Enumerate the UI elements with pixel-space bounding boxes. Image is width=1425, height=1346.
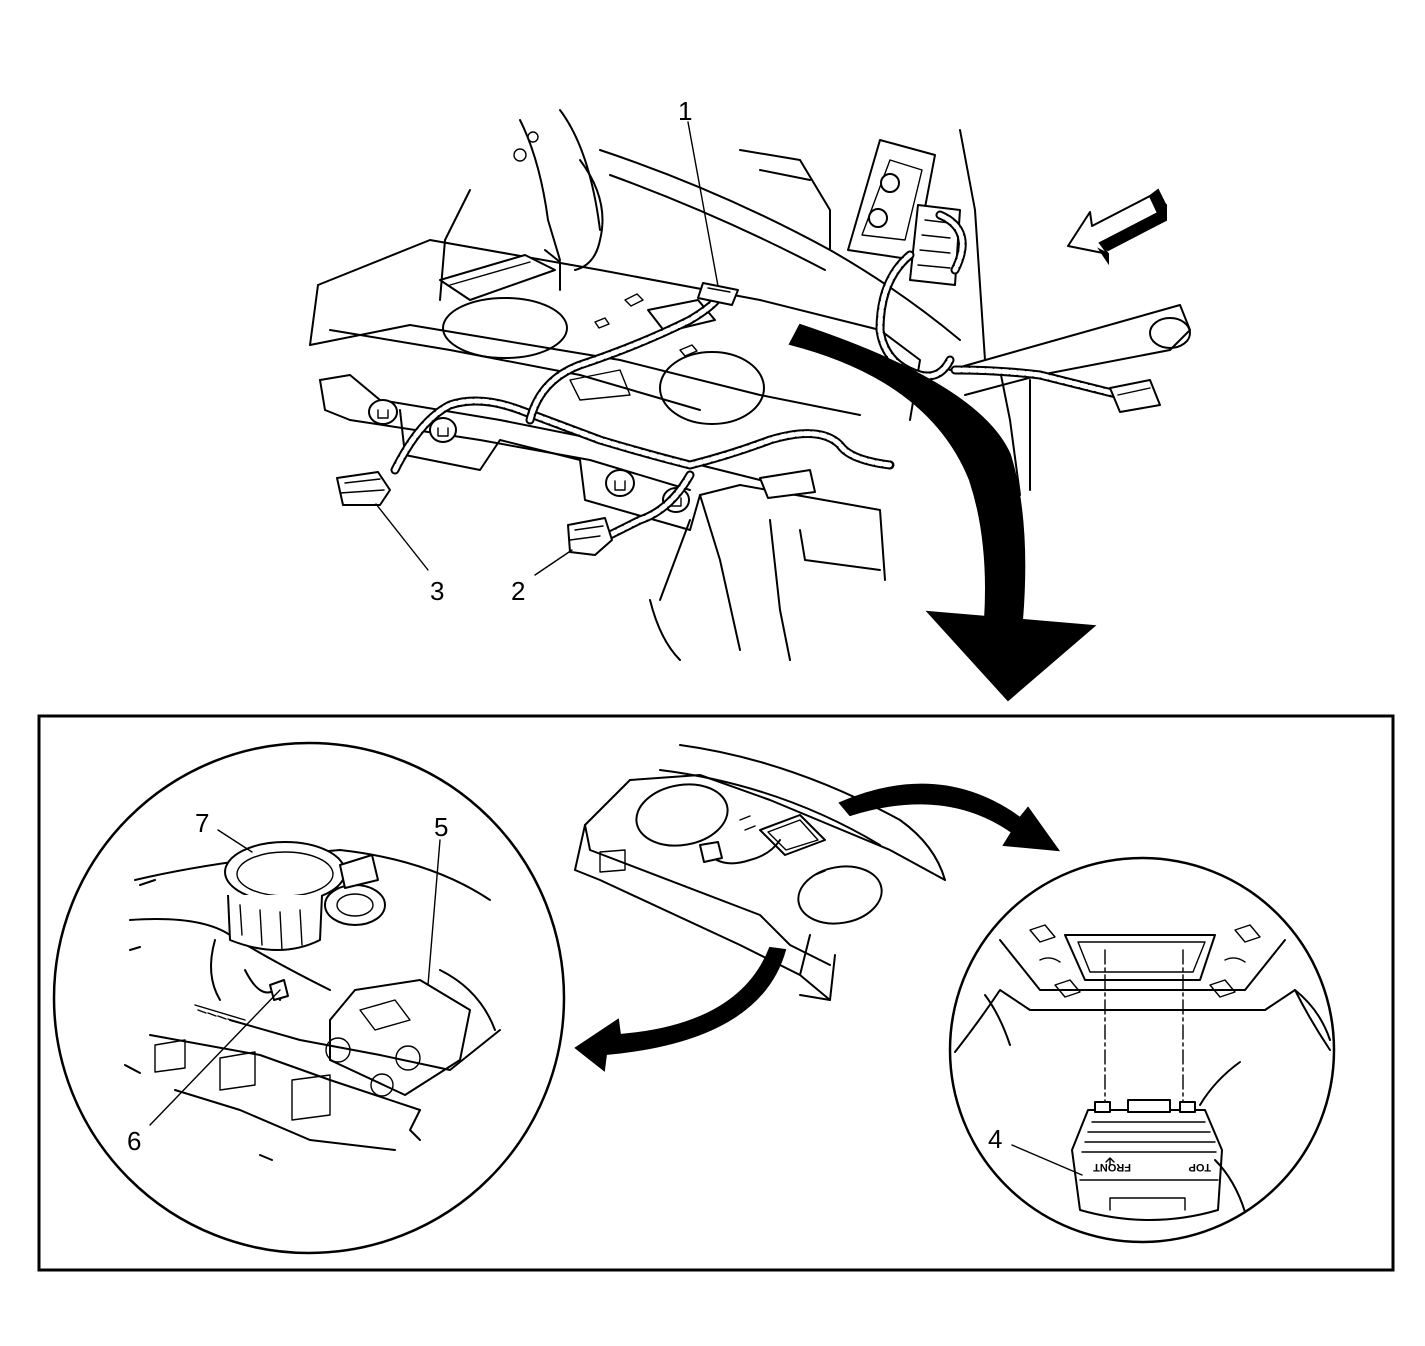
belt-retractor [847,139,961,286]
module-detail-circle: FRONT TOP [948,856,1336,1244]
module-front-label: FRONT [1093,1161,1131,1173]
upper-vehicle-view [309,109,1191,661]
connector-3 [336,471,391,506]
callout-5: 5 [434,812,448,842]
shelf-center-view [574,744,946,1001]
connector-1 [697,282,739,306]
connector-right [1109,379,1161,413]
leader-line-5 [427,839,441,986]
callout-4: 4 [988,1124,1002,1154]
curved-arrow-icon [574,783,1061,1072]
shelf-hole-2 [429,417,457,443]
flow-arrow-icon [788,323,1097,702]
leader-line-2 [534,549,573,576]
callout-7: 7 [195,808,209,838]
speaker-assembly [224,841,346,903]
connector-2 [567,517,613,556]
callout-6: 6 [127,1126,141,1156]
module-top-label: TOP [1189,1161,1211,1173]
callout-1: 1 [678,96,692,126]
leader-line-7 [217,829,253,853]
speaker-detail-circle [52,741,566,1255]
right-speaker-opening [659,351,765,425]
wiring-harness [390,210,1125,545]
callout-2: 2 [511,576,525,606]
callout-3: 3 [430,576,444,606]
leader-line-4 [1011,1144,1083,1176]
leader-line-3 [375,503,429,571]
module-opening [1064,934,1216,981]
left-speaker-opening [442,297,568,359]
inset-frame [37,714,1395,1272]
module-body: FRONT TOP [1071,1099,1223,1221]
leader-line-1 [687,121,719,287]
direction-arrow-icon [1067,188,1168,266]
shelf-hole-3 [605,469,635,497]
shelf-hole-1 [368,399,398,425]
leader-line-6 [149,989,281,1126]
